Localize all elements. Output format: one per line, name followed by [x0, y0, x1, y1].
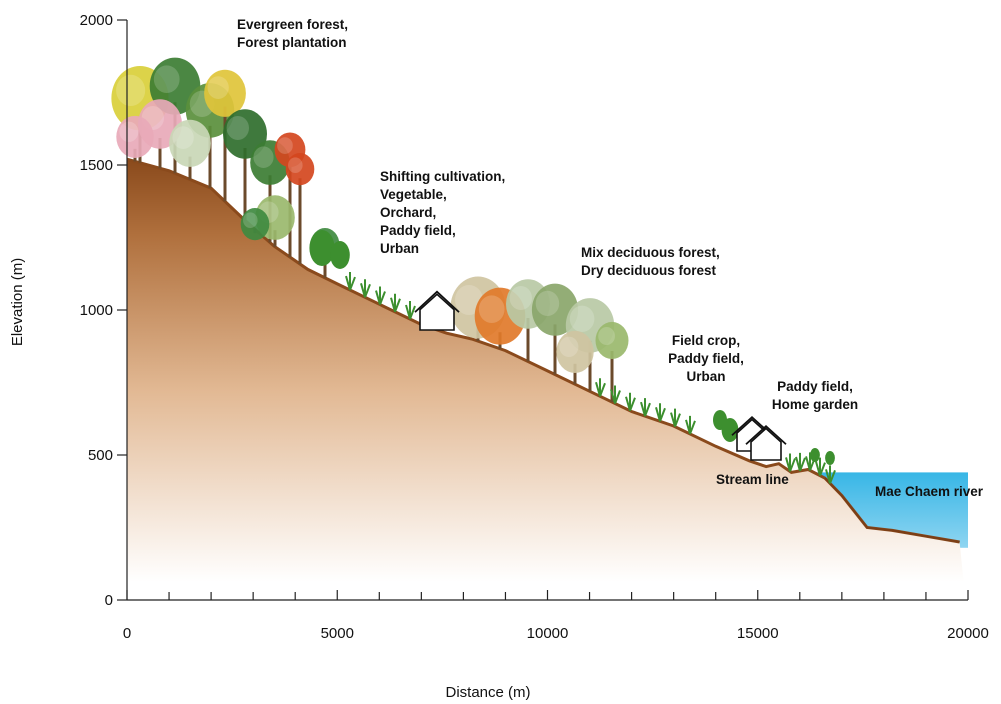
y-tick-label: 2000 [80, 12, 113, 29]
tree-icon [169, 119, 211, 167]
crop-icon [360, 279, 371, 298]
crop-icon [670, 408, 681, 428]
vegetation-layer [111, 57, 836, 484]
label-line: Paddy field, [380, 223, 456, 238]
tree-highlight [172, 126, 194, 149]
crop-icon [405, 301, 416, 320]
label-line: Shifting cultivation, [380, 169, 506, 184]
label-line: Mix deciduous forest, [581, 245, 720, 260]
tree-highlight [243, 212, 258, 228]
tree-highlight [226, 116, 249, 140]
shrub-icon [330, 241, 350, 269]
river-bank-line [824, 477, 960, 543]
x-tick-label: 15000 [737, 625, 779, 642]
y-axis-title: Elevation (m) [9, 258, 26, 346]
tree-highlight [559, 336, 579, 357]
crop-icon [625, 392, 636, 412]
tree-icon [595, 321, 629, 360]
y-tick-label: 1500 [80, 157, 113, 174]
tree-icon [240, 207, 270, 241]
tree-highlight [569, 305, 595, 332]
crop-icon [595, 378, 606, 397]
label-fieldcrop-zone: Field crop, Paddy field, Urban [656, 332, 756, 386]
label-line: Urban [686, 369, 726, 384]
y-tick-label: 0 [105, 592, 113, 609]
tree-highlight [509, 286, 532, 310]
tree-icon [285, 152, 315, 186]
label-line: Evergreen forest, [237, 17, 349, 32]
label-line: Paddy field, [668, 351, 744, 366]
shrub-icon [810, 448, 820, 462]
tree-highlight [253, 146, 274, 168]
crop-icon [795, 452, 806, 472]
x-axis-title: Distance (m) [445, 684, 530, 701]
crop-icon [685, 415, 696, 435]
label-line: Dry deciduous forest [581, 263, 717, 278]
crop-icon [610, 385, 621, 404]
crop-icon [825, 465, 836, 484]
label-deciduous-zone: Mix deciduous forest, Dry deciduous fore… [581, 244, 720, 280]
crop-icon [640, 398, 651, 417]
tree-highlight [288, 157, 303, 173]
label-line: Vegetable, [380, 187, 447, 202]
x-tick-label: 20000 [947, 625, 989, 642]
x-tick-label: 10000 [527, 625, 569, 642]
y-tick-label: 1000 [80, 302, 113, 319]
tree-icon [116, 115, 154, 158]
label-paddy-zone: Paddy field, Home garden [762, 378, 868, 414]
tree-highlight [153, 65, 180, 93]
tree-highlight [277, 137, 293, 155]
label-line: Orchard, [380, 205, 437, 220]
crop-icon [785, 453, 796, 472]
tree-highlight [598, 327, 615, 345]
tree-highlight [119, 121, 139, 142]
tree-icon [204, 69, 246, 117]
house-roof [745, 425, 787, 445]
house-body [419, 293, 455, 331]
label-stream-line: Stream line [716, 472, 789, 487]
house-roof [414, 290, 460, 313]
shrub-icon [721, 418, 739, 442]
label-line: Home garden [771, 397, 859, 412]
crop-icon [390, 293, 401, 313]
label-line: Field crop, [671, 333, 741, 348]
y-tick-label: 500 [88, 447, 113, 464]
crop-icon [815, 457, 826, 476]
tree-icon [556, 330, 594, 373]
tree-highlight [207, 76, 229, 99]
shrub-icon [825, 451, 835, 465]
tree-highlight [535, 290, 560, 316]
crop-icon [375, 286, 386, 305]
label-line: Paddy field, [777, 379, 853, 394]
crop-icon [655, 403, 666, 422]
house-body [750, 427, 782, 461]
tree-icon [223, 109, 267, 159]
house-icon [414, 290, 460, 331]
label-river: Mae Chaem river [875, 484, 984, 499]
shrub-icon [309, 230, 335, 266]
x-tick-label: 5000 [321, 625, 354, 642]
tree-highlight [478, 295, 505, 324]
crop-icon [805, 452, 816, 471]
label-line: Urban [380, 241, 420, 256]
label-line: Forest plantation [237, 35, 347, 50]
label-shifting-zone: Shifting cultivation, Vegetable, Orchard… [380, 168, 505, 258]
tree-highlight [116, 74, 146, 106]
house-icon [745, 425, 787, 461]
x-tick-label: 0 [123, 625, 131, 642]
crop-icon [345, 272, 356, 291]
label-evergreen-zone: Evergreen forest, Forest plantation [237, 16, 348, 52]
